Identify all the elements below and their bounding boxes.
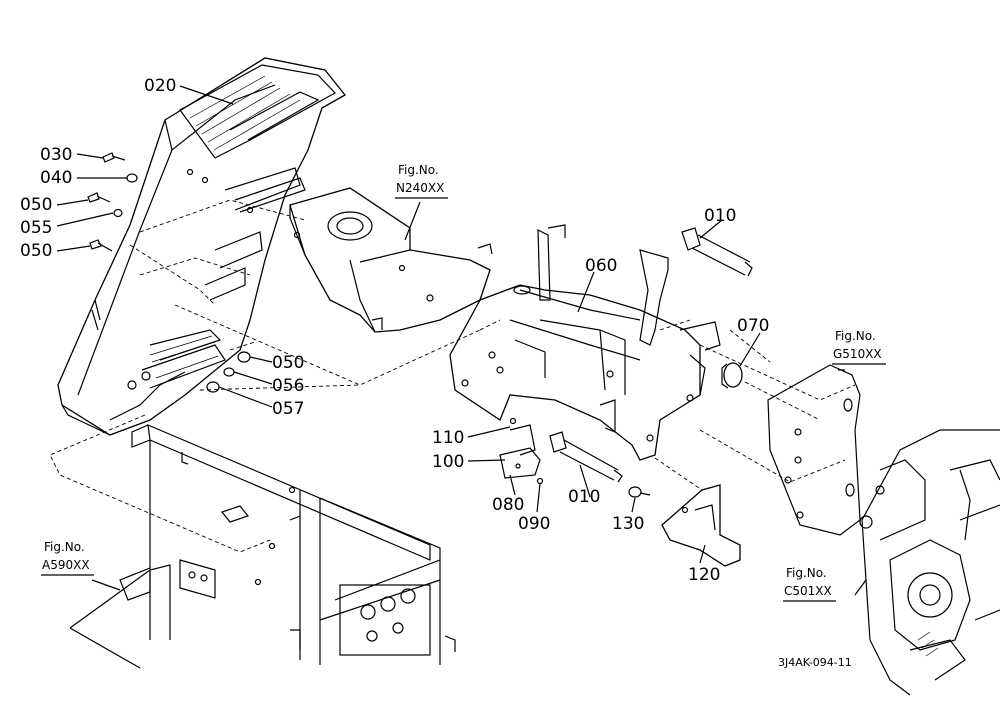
label-050-b: 050	[20, 241, 52, 261]
label-050-a: 050	[20, 195, 52, 215]
label-080: 080	[492, 495, 524, 515]
label-120: 120	[688, 565, 720, 585]
lower-frame-assembly	[69, 424, 456, 669]
label-070: 070	[737, 316, 769, 336]
bolt-010-lower	[549, 431, 623, 483]
leader-lines	[56, 85, 867, 596]
reference-lines	[49, 199, 856, 553]
fig-ref-a590: Fig.No. A590XX	[41, 540, 94, 576]
fig-ref-n240: Fig.No. N240XX	[395, 163, 448, 199]
label-055: 055	[20, 218, 52, 238]
transmission-housing-c501	[859, 429, 1000, 696]
console-column-020	[57, 57, 346, 436]
fig-ref-c501-prefix: Fig.No.	[786, 566, 827, 580]
fig-ref-g510: Fig.No. G510XX	[832, 329, 886, 365]
switch-assembly-080-110	[499, 417, 544, 485]
label-050-c: 050	[272, 353, 304, 373]
fig-ref-g510-code: G510XX	[833, 347, 882, 361]
diagram-code: 3J4AK-094-11	[778, 656, 852, 669]
label-056: 056	[272, 376, 304, 396]
part-number-labels: 020 030 040 050 055 050 050 056 057 010 …	[20, 76, 769, 585]
label-110: 110	[432, 428, 464, 448]
fig-ref-n240-prefix: Fig.No.	[398, 163, 439, 177]
fig-ref-a590-prefix: Fig.No.	[44, 540, 85, 554]
label-100: 100	[432, 452, 464, 472]
label-030: 030	[40, 145, 72, 165]
plate-g510	[767, 364, 861, 536]
fig-ref-c501-code: C501XX	[784, 584, 832, 598]
label-057: 057	[272, 399, 304, 419]
bolt-010-upper	[681, 227, 753, 277]
bracket-120	[628, 484, 741, 567]
fig-ref-g510-prefix: Fig.No.	[835, 329, 876, 343]
label-130: 130	[612, 514, 644, 534]
fig-ref-n240-code: N240XX	[396, 181, 444, 195]
label-060: 060	[585, 256, 617, 276]
label-090: 090	[518, 514, 550, 534]
label-010-upper: 010	[704, 206, 736, 226]
pedal-bracket-060	[449, 224, 721, 461]
label-040: 040	[40, 168, 72, 188]
fig-ref-c501: Fig.No. C501XX	[783, 566, 836, 602]
fig-ref-a590-code: A590XX	[42, 558, 90, 572]
collar-070	[721, 362, 743, 389]
label-010-lower: 010	[568, 487, 600, 507]
label-020: 020	[144, 76, 176, 96]
bracket-n240	[289, 187, 493, 333]
